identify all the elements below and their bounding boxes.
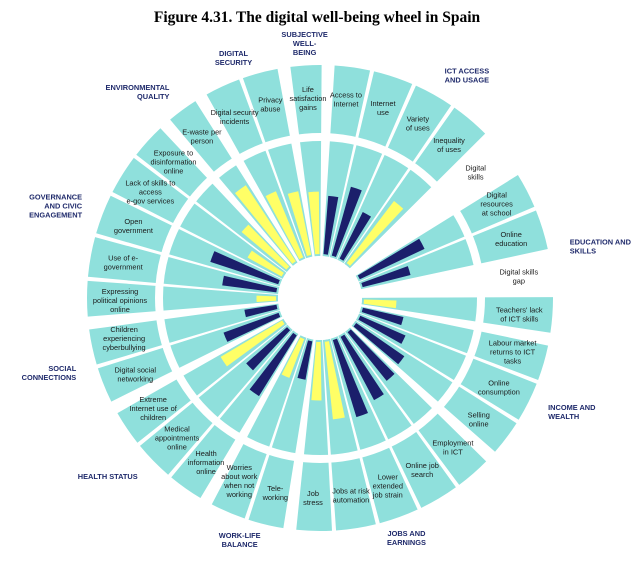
chart-bar <box>247 250 284 277</box>
chart-bar <box>324 341 345 420</box>
wheel-sector <box>112 157 287 279</box>
chart-bar <box>210 251 280 285</box>
wheel-sector <box>248 337 314 529</box>
chart-bar <box>220 320 285 367</box>
wheel-center <box>278 256 362 340</box>
chart-bar <box>249 332 297 397</box>
chart-bar <box>361 307 404 326</box>
wheel-ring <box>155 133 485 463</box>
wheel-sector <box>296 339 333 531</box>
chart-bar <box>323 195 339 255</box>
chart-bar <box>340 334 384 401</box>
wheel-sector <box>211 335 307 519</box>
chart-bar <box>287 191 312 256</box>
chart-bar <box>361 266 411 288</box>
chart-bar <box>281 337 305 378</box>
chart-bar <box>331 186 362 257</box>
chart-bar <box>346 201 404 266</box>
chart-title: Figure 4.31. The digital well-being whee… <box>153 9 481 26</box>
wheel-sector <box>361 252 553 298</box>
wheel-sector <box>89 303 280 365</box>
indicator-label: Tele-working <box>262 484 288 502</box>
chart-bar <box>308 191 320 255</box>
chart-bar <box>358 315 406 344</box>
chart-bar <box>246 327 291 371</box>
chart-bar <box>297 340 313 380</box>
chart-bar <box>235 185 296 264</box>
chart-bar <box>339 212 372 261</box>
chart-bar <box>332 338 368 418</box>
chart-bar <box>353 322 405 365</box>
wheel-sector <box>350 136 511 274</box>
indicator-label: Use of e-government <box>104 254 143 272</box>
chart-bar <box>222 275 278 293</box>
chart-bar <box>223 312 281 342</box>
chart-bar <box>241 224 290 270</box>
wheel-sector <box>361 297 553 333</box>
wheel-sector <box>86 280 279 317</box>
chart-bar <box>347 329 395 381</box>
chart-bar <box>357 238 425 280</box>
category-label: HEALTH STATUS <box>78 472 138 481</box>
chart-bar <box>256 295 277 302</box>
chart-bar <box>244 304 278 318</box>
chart-bar <box>311 341 322 401</box>
chart-bar <box>363 299 397 309</box>
wheel-sector <box>359 306 549 380</box>
chart-bar <box>265 191 304 260</box>
